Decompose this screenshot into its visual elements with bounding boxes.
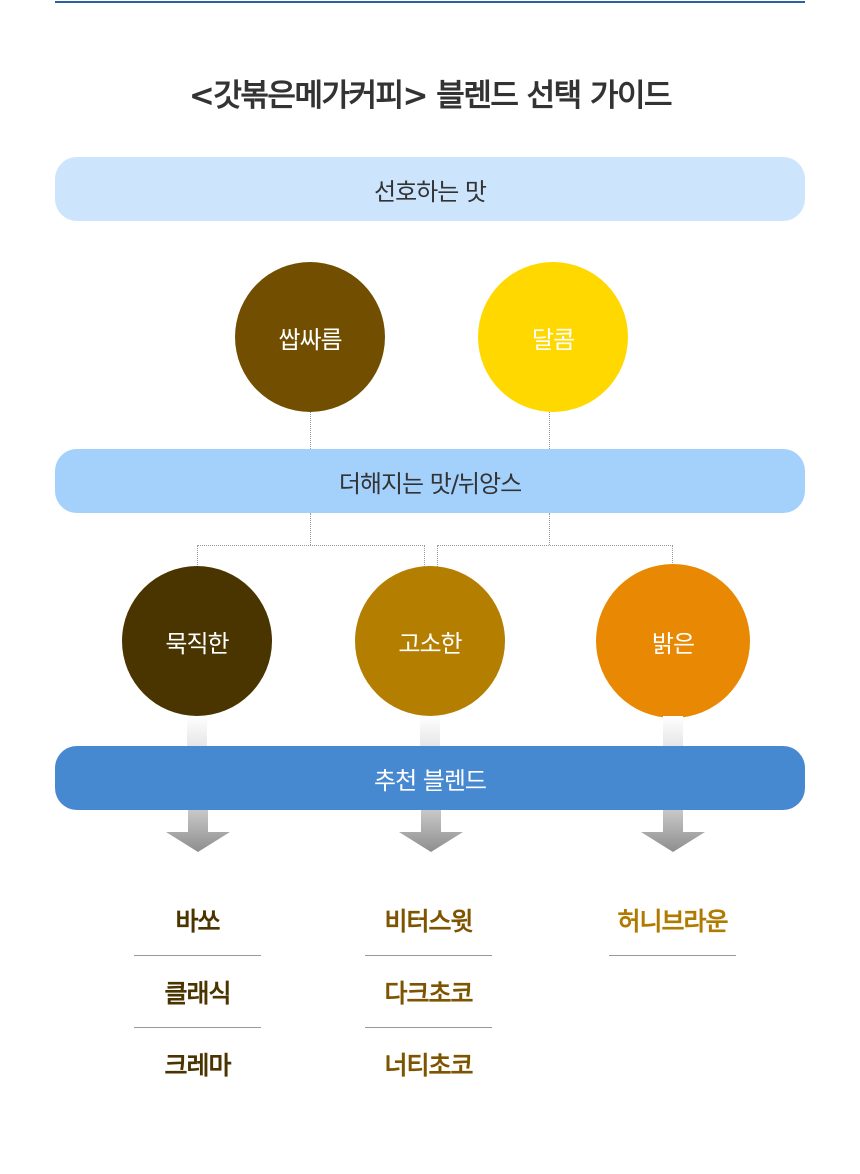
connector — [310, 412, 311, 449]
blend-item: 비터스윗 — [384, 907, 473, 936]
connector — [437, 545, 438, 567]
blend-item: 다크초코 — [384, 979, 473, 1008]
recommended-blend-bar: 추천 블렌드 — [55, 746, 805, 810]
blend-item: 바쏘 — [175, 907, 220, 936]
connector — [437, 545, 673, 546]
blend-item: 클래식 — [164, 979, 231, 1008]
connector — [549, 412, 550, 449]
connector — [197, 545, 198, 567]
added-taste-bar: 더해지는 맛/뉘앙스 — [55, 449, 805, 513]
page-title: <갓볶은메가커피> 블렌드 선택 가이드 — [188, 78, 673, 114]
divider — [134, 1027, 261, 1028]
preferred-taste-bar: 선호하는 맛 — [55, 157, 805, 221]
arrow-stem — [663, 716, 683, 746]
nuance-bright-circle: 밝은 — [596, 564, 750, 718]
taste-bitter-circle: 쌉싸름 — [235, 262, 385, 412]
nuance-heavy-circle: 묵직한 — [122, 566, 272, 716]
divider — [365, 1027, 492, 1028]
divider — [134, 955, 261, 956]
arrow-down-icon — [166, 810, 230, 852]
blend-item: 허니브라운 — [617, 907, 728, 936]
connector — [424, 545, 425, 567]
divider — [365, 955, 492, 956]
connector — [549, 513, 550, 545]
connector — [197, 545, 425, 546]
top-divider — [55, 1, 805, 3]
arrow-down-icon — [641, 810, 705, 852]
taste-sweet-circle: 달콤 — [478, 262, 628, 412]
connector — [672, 545, 673, 567]
arrow-stem — [420, 716, 440, 746]
arrow-stem — [187, 716, 207, 746]
divider — [609, 955, 736, 956]
blend-item: 크레마 — [164, 1051, 231, 1080]
arrow-down-icon — [399, 810, 463, 852]
nuance-nutty-circle: 고소한 — [355, 566, 505, 716]
blend-item: 너티초코 — [384, 1051, 473, 1080]
connector — [310, 513, 311, 545]
